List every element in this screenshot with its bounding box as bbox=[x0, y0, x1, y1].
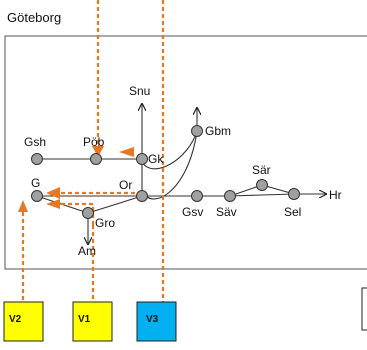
label-gk: Gk bbox=[148, 152, 164, 166]
arrowhead-pob-down bbox=[92, 146, 104, 157]
label-sav: Säv bbox=[216, 205, 237, 219]
label-or: Or bbox=[119, 178, 132, 192]
train-box-v3 bbox=[136, 301, 177, 342]
arrowhead-g-lower bbox=[46, 199, 60, 209]
node-gsv bbox=[191, 190, 203, 202]
train-label-v3: V3 bbox=[146, 314, 159, 325]
node-gk bbox=[136, 153, 148, 165]
train-label-v2: V2 bbox=[9, 314, 22, 325]
arrowhead-v2-up bbox=[18, 200, 28, 212]
label-gsv: Gsv bbox=[182, 205, 203, 219]
route-v1-to-g bbox=[60, 202, 95, 225]
node-gsh bbox=[31, 153, 43, 165]
node-sav bbox=[224, 190, 236, 202]
train-label-v1: V1 bbox=[78, 314, 91, 325]
partial-box-right bbox=[361, 287, 367, 331]
train-box-v2 bbox=[3, 301, 44, 342]
label-pob: Pöb bbox=[83, 135, 105, 149]
area-title: Göteborg bbox=[7, 10, 61, 25]
label-gsh: Gsh bbox=[24, 135, 46, 149]
train-box-v1 bbox=[72, 301, 113, 342]
station-labels: Gsh Pöb Gk Gbm Snu G Or Gro Am Gsv Säv S… bbox=[24, 84, 342, 258]
label-gro: Gro bbox=[95, 216, 115, 230]
label-snu: Snu bbox=[129, 84, 150, 98]
track-gro-or bbox=[87, 195, 143, 214]
label-sel: Sel bbox=[284, 205, 301, 219]
label-sar: Sär bbox=[252, 163, 271, 177]
arrowhead-gk-left bbox=[119, 147, 134, 157]
node-pob bbox=[90, 153, 102, 165]
station-nodes bbox=[31, 125, 300, 219]
track-or-gbm-inner bbox=[141, 130, 198, 170]
arrowhead-g-upper bbox=[46, 187, 60, 199]
label-hr: Hr bbox=[329, 188, 342, 202]
goteborg-area-frame bbox=[4, 35, 367, 270]
node-sel bbox=[288, 188, 300, 200]
node-or bbox=[136, 190, 148, 202]
routes bbox=[21, 0, 165, 302]
node-g bbox=[31, 190, 43, 202]
label-gbm: Gbm bbox=[205, 124, 231, 138]
route-arrowheads bbox=[18, 146, 134, 212]
track-sav-sel bbox=[229, 193, 295, 197]
train-boxes: V2 V1 V3 bbox=[3, 287, 367, 342]
label-g: G bbox=[31, 176, 40, 190]
node-sar bbox=[256, 179, 268, 191]
tracks bbox=[36, 104, 326, 244]
label-am: Am bbox=[78, 244, 96, 258]
node-gro bbox=[82, 207, 94, 219]
node-gbm bbox=[191, 125, 203, 137]
